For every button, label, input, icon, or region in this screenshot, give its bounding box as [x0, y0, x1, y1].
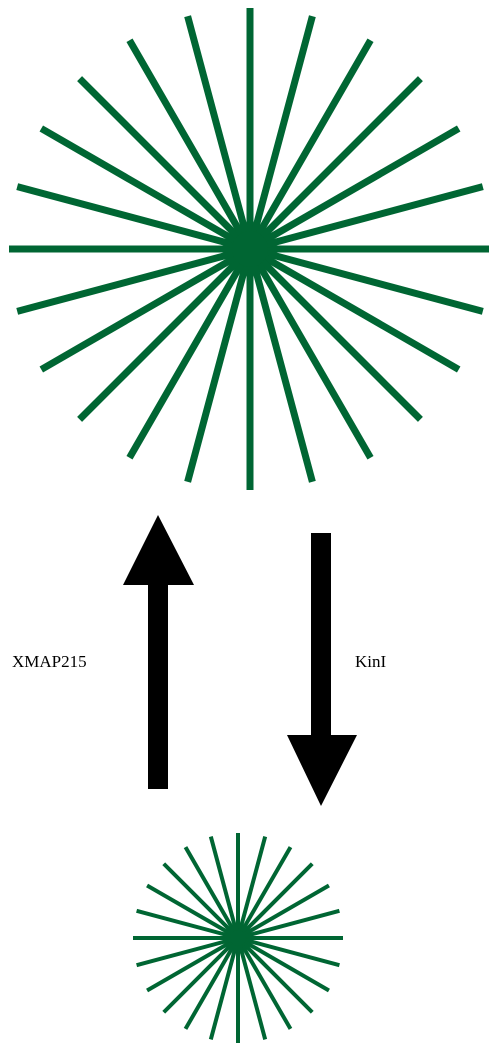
large-aster-spoke [126, 38, 254, 251]
large-aster-spoke [247, 76, 423, 252]
small-aster-spoke [236, 836, 268, 939]
large-aster-spoke [246, 38, 374, 251]
large-aster-spoke [77, 246, 253, 422]
large-aster-spoke [246, 247, 374, 460]
small-aster-spoke [146, 883, 240, 940]
small-aster-spoke [162, 862, 240, 940]
small-aster-spoke [236, 936, 314, 1014]
large-aster-spoke [77, 76, 253, 252]
small-aster-spoke [237, 936, 340, 968]
small-aster-spoke [183, 936, 240, 1030]
small-aster-spoke [236, 936, 330, 993]
large-aster-spoke [184, 248, 254, 483]
small-aster-spoke [236, 937, 268, 1040]
small-aster-spoke [236, 862, 314, 940]
large-aster-spoke [16, 183, 251, 253]
small-aster-spoke [136, 936, 239, 968]
small-aster-centrosome [230, 930, 246, 946]
small-aster-spoke [236, 846, 293, 940]
large-aster-spoke [16, 245, 251, 315]
small-aster [133, 833, 343, 1043]
small-aster-spoke [208, 937, 240, 1040]
large-aster-spoke [39, 125, 252, 253]
up-arrow [123, 515, 194, 789]
large-aster-spoke [248, 245, 461, 373]
large-aster-centrosome [232, 231, 268, 267]
large-aster-spoke [247, 246, 423, 422]
small-aster-spoke [236, 883, 330, 940]
small-aster-spoke [208, 836, 240, 939]
xmap215-label: XMAP215 [12, 652, 87, 671]
large-aster [9, 8, 489, 490]
large-aster-spoke [249, 183, 484, 253]
small-aster-spoke [183, 846, 240, 940]
small-aster-spoke [162, 936, 240, 1014]
large-aster-spoke [246, 15, 316, 250]
large-aster-spoke [184, 15, 254, 250]
small-aster-spoke [146, 936, 240, 993]
small-aster-spoke [237, 908, 340, 940]
small-aster-spoke [236, 936, 293, 1030]
large-aster-spoke [126, 247, 254, 460]
large-aster-spoke [39, 245, 252, 373]
large-aster-spoke [249, 245, 484, 315]
down-arrow [287, 533, 357, 806]
large-aster-spoke [246, 248, 316, 483]
small-aster-spoke [136, 908, 239, 940]
kini-label: KinI [355, 652, 387, 671]
large-aster-spoke [248, 125, 461, 253]
